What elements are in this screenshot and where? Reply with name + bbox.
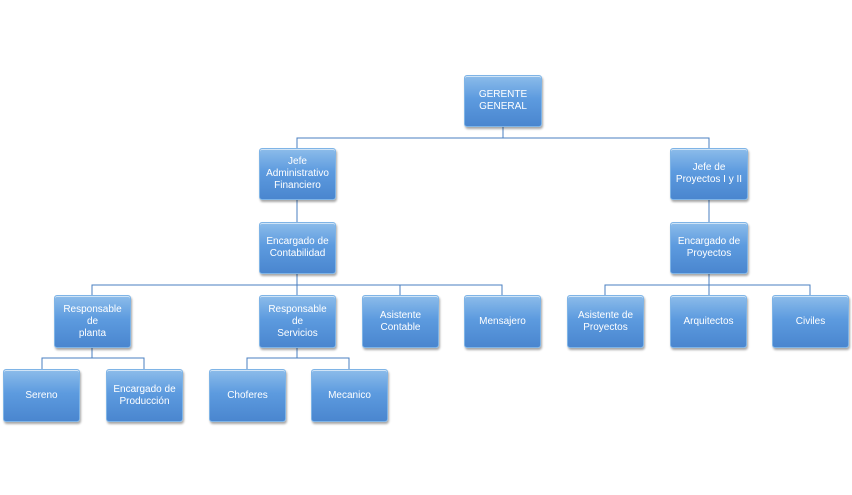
node-jefe-proyectos: Jefe de Proyectos I y II bbox=[670, 148, 748, 200]
node-encargado-produccion: Encargado de Producción bbox=[106, 369, 183, 422]
connector-planta-children bbox=[41, 348, 145, 369]
node-jefe-administrativo: Jefe Administrativo Financiero bbox=[259, 148, 336, 200]
node-mensajero: Mensajero bbox=[464, 295, 541, 348]
connector-contabilidad-row bbox=[91, 274, 503, 295]
node-asistente-contable: Asistente Contable bbox=[362, 295, 439, 348]
node-responsable-planta: Responsable de planta bbox=[54, 295, 131, 348]
node-civiles: Civiles bbox=[772, 295, 849, 348]
node-arquitectos: Arquitectos bbox=[670, 295, 747, 348]
node-asistente-proyectos: Asistente de Proyectos bbox=[567, 295, 644, 348]
node-gerente-general: GERENTE GENERAL bbox=[464, 75, 542, 127]
node-responsable-servicios: Responsable de Servicios bbox=[259, 295, 336, 348]
node-sereno: Sereno bbox=[3, 369, 80, 422]
node-mecanico: Mecanico bbox=[311, 369, 388, 422]
node-choferes: Choferes bbox=[209, 369, 286, 422]
node-encargado-contabilidad: Encargado de Contabilidad bbox=[259, 222, 336, 274]
connector-encargado-proyectos-row bbox=[604, 274, 811, 295]
node-encargado-proyectos: Encargado de Proyectos bbox=[670, 222, 748, 274]
connector-servicios-children bbox=[246, 348, 350, 369]
connector-gerente-jefes bbox=[296, 127, 710, 148]
